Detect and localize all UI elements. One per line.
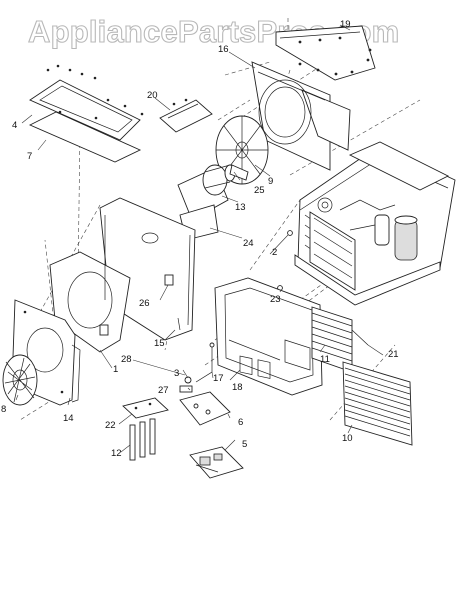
- spring-part-27: [179, 385, 193, 393]
- evaporator-housing-part-1: [49, 197, 196, 353]
- control-bracket-part-6: [179, 391, 231, 426]
- callout-16: 16: [218, 44, 229, 55]
- knob-part-3: [184, 376, 192, 384]
- callout-15: 15: [154, 338, 165, 349]
- control-board-part-5: [189, 446, 244, 479]
- chassis-assembly: [277, 141, 456, 306]
- callout-4: 4: [12, 120, 17, 131]
- top-cover-part-19: [275, 25, 376, 81]
- callout-28: 28: [121, 354, 132, 365]
- callout-3: 3: [174, 368, 179, 379]
- callout-21: 21: [388, 349, 399, 360]
- callout-17: 17: [213, 373, 224, 384]
- callout-14: 14: [63, 413, 74, 424]
- callout-22: 22: [105, 420, 116, 431]
- callout-2: 2: [272, 247, 277, 258]
- callout-leaders: [15, 24, 384, 453]
- callout-11: 11: [320, 354, 330, 365]
- bracket-part-20: [159, 98, 213, 133]
- callout-18: 18: [232, 382, 243, 393]
- insulation-pad-part-7: [28, 111, 142, 163]
- callout-6: 6: [238, 417, 243, 428]
- callout-10: 10: [342, 433, 353, 444]
- callout-13: 13: [235, 202, 246, 213]
- heater-rods-part-12: [129, 418, 156, 461]
- callout-1: 1: [113, 364, 118, 375]
- top-panel-part-4: [29, 64, 144, 141]
- coil-assembly-part-21: [351, 329, 369, 346]
- shaft-part-25: [229, 164, 249, 181]
- switch-bracket-part-22: [122, 397, 169, 419]
- control-shaft-part-17: [195, 342, 215, 383]
- callout-labels: 1 2 3 4 5 6 7 8 9 10 11 12 13 14 15 16 1…: [1, 19, 399, 459]
- callout-26: 26: [139, 298, 150, 309]
- callout-5: 5: [242, 439, 247, 450]
- callout-12: 12: [111, 448, 122, 459]
- callout-19: 19: [340, 19, 351, 30]
- callout-24: 24: [243, 238, 254, 249]
- callout-27: 27: [158, 385, 169, 396]
- condenser-shroud-part-16: [251, 61, 351, 171]
- front-frame-part-18: [214, 277, 323, 396]
- callout-23: 23: [270, 294, 281, 305]
- callout-25: 25: [254, 185, 265, 196]
- callout-7: 7: [27, 151, 32, 162]
- blower-wheel-part-8: [2, 354, 38, 406]
- front-grille-part-10: [342, 361, 413, 446]
- callout-9: 9: [268, 176, 273, 187]
- callout-8: 8: [1, 404, 6, 415]
- callout-20: 20: [147, 90, 158, 101]
